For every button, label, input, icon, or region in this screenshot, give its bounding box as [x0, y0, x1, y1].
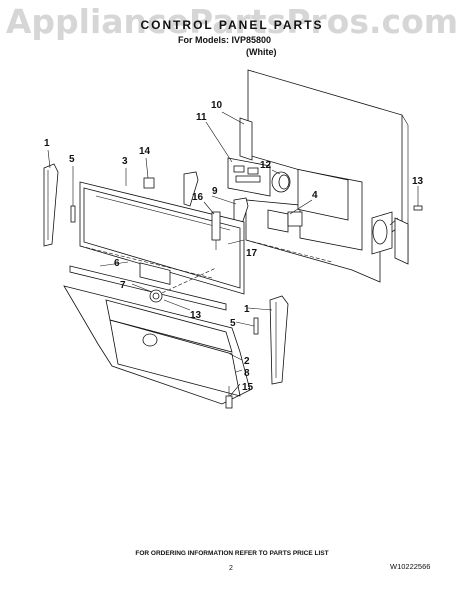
- callout-10: 10: [211, 100, 223, 111]
- screw-5-right: [253, 317, 259, 335]
- callout-6: 6: [114, 258, 120, 269]
- callout-12: 12: [260, 160, 272, 171]
- callout-11: 11: [196, 112, 207, 123]
- callout-13b: 13: [190, 310, 202, 321]
- housing-guide-line: [245, 239, 333, 263]
- ordering-note: FOR ORDERING INFORMATION REFER TO PARTS …: [135, 550, 329, 557]
- callout-13a: 13: [412, 176, 424, 187]
- knob-12: [271, 171, 291, 193]
- variant-label: (White): [246, 47, 277, 57]
- side-bracket-right: [394, 217, 409, 265]
- trim-strip-6: [69, 265, 227, 311]
- callout-2: 2: [244, 356, 250, 367]
- side-bracket-lower-right: [269, 295, 289, 385]
- page-title: CONTROL PANEL PARTS: [140, 18, 324, 32]
- screw-13-right: [413, 196, 423, 211]
- callout-4: 4: [312, 190, 318, 201]
- watermark: AppliancePartsPros.com: [5, 2, 459, 41]
- leader-lines: [47, 111, 419, 397]
- callout-17: 17: [246, 248, 258, 259]
- callout-1a: 1: [44, 138, 50, 149]
- side-bracket-left: [43, 163, 59, 247]
- clip-15: [225, 386, 233, 409]
- callout-8: 8: [244, 368, 250, 379]
- screw-5-left: [70, 205, 76, 223]
- panel-guide-line: [79, 245, 213, 279]
- document-number: W10222566: [390, 562, 431, 571]
- switch-16: [211, 211, 221, 250]
- callout-5b: 5: [230, 318, 236, 329]
- lower-backguard: [63, 285, 251, 405]
- callout-9: 9: [212, 186, 218, 197]
- component-4: [267, 209, 303, 233]
- knob-7: [149, 289, 163, 303]
- callout-5a: 5: [69, 154, 75, 165]
- callout-16: 16: [192, 192, 204, 203]
- knob-shaft-line: [161, 267, 217, 294]
- callout-1b: 1: [244, 304, 250, 315]
- page-number: 2: [229, 565, 233, 572]
- models-line: For Models: IVP85800: [178, 35, 272, 45]
- control-panel-3: [79, 181, 245, 295]
- callout-14: 14: [139, 146, 151, 157]
- clip-14: [143, 177, 155, 189]
- callout-15: 15: [242, 382, 254, 393]
- electronic-control-board: [227, 117, 271, 197]
- callout-3: 3: [122, 156, 128, 167]
- callout-7: 7: [120, 280, 126, 291]
